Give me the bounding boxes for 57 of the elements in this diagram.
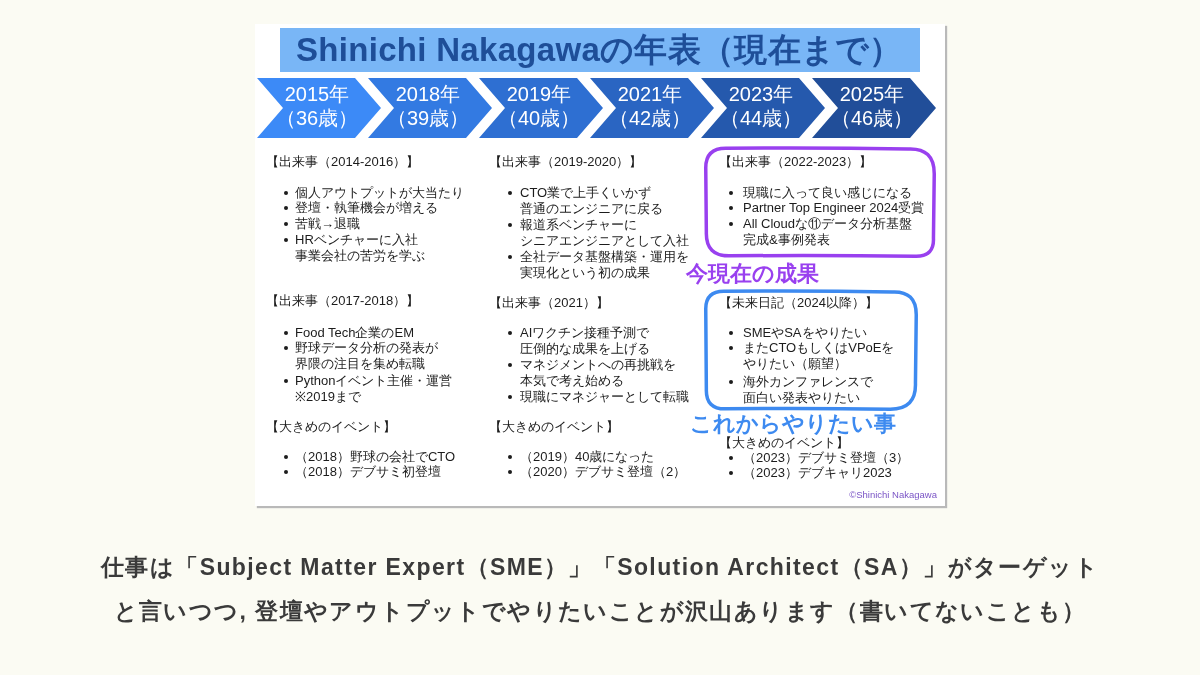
list-item: 個人アウトプットが大当たり [295, 185, 464, 201]
section-heading: 【出来事（2021）】 [489, 295, 609, 311]
list-item: 野球データ分析の発表が界隈の注目を集め転職 [295, 340, 438, 372]
timeline-step [368, 78, 492, 138]
section-heading: 【出来事（2022-2023）】 [719, 154, 873, 170]
list-item: （2018）野球の会社でCTO [295, 449, 456, 465]
list-item: Pythonイベント主催・運営※2019まで [295, 373, 453, 405]
section-heading: 【出来事（2014-2016）】 [266, 154, 420, 170]
year-label: 2019年 [506, 83, 572, 106]
list-item: 登壇・執筆機会が増える [295, 200, 438, 216]
list-item: 現職に入って良い感じになる [743, 185, 912, 201]
section-heading: 【出来事（2017-2018）】 [266, 293, 420, 309]
age-label: （46歳） [830, 107, 914, 130]
hand-drawn-loop [704, 146, 936, 258]
section-heading: 【未来日記（2024以降）】 [719, 295, 878, 311]
copyright-note: ©Shinichi Nakagawa [849, 489, 937, 501]
list-item: （2020）デブサミ登壇（2） [520, 464, 687, 480]
list-item: またCTOもしくはVPoEをやりたい（願望） [743, 340, 895, 372]
year-label: 2023年 [728, 83, 794, 106]
year-label: 2025年 [839, 83, 905, 106]
section-heading: 【大きめのイベント】 [719, 435, 849, 451]
timeline-step [479, 78, 603, 138]
list-item: HRベンチャーに入社事業会社の苦労を学ぶ [295, 232, 425, 264]
timeline-step [257, 78, 381, 138]
year-label: 2018年 [395, 83, 461, 106]
timeline-step [812, 78, 936, 138]
age-label: （42歳） [608, 107, 692, 130]
list-item: （2018）デブサミ初登壇 [295, 464, 441, 480]
list-item: （2023）デブサミ登壇（3） [743, 450, 910, 466]
age-label: （39歳） [386, 107, 470, 130]
list-item: Food Tech企業のEM [295, 325, 414, 341]
year-label: 2015年 [284, 83, 350, 106]
list-item: マネジメントへの再挑戦を本気で考え始める [520, 357, 676, 389]
list-item: SMEやSAをやりたい [743, 325, 867, 341]
age-label: （44歳） [719, 107, 803, 130]
list-item: 現職にマネジャーとして転職 [520, 389, 689, 405]
section-heading: 【出来事（2019-2020）】 [489, 154, 643, 170]
annotation-text: これからやりたい事 [690, 412, 896, 436]
list-item: （2023）デブキャリ2023 [743, 465, 892, 481]
list-item: Partner Top Engineer 2024受賞 [743, 200, 925, 216]
list-item: （2019）40歳になった [520, 449, 655, 465]
list-item: CTO業で上手くいかず普通のエンジニアに戻る [520, 185, 663, 217]
timeline-step [590, 78, 714, 138]
year-label: 2021年 [617, 83, 683, 106]
section-heading: 【大きめのイベント】 [266, 419, 396, 435]
title-banner: Shinichi Nakagawaの年表（現在まで） [280, 28, 920, 72]
list-item: 海外カンファレンスで面白い発表やりたい [743, 374, 873, 406]
list-item: All Cloudな⑪データ分析基盤完成&事例発表 [743, 216, 913, 248]
list-item: 苦戦→退職 [295, 216, 360, 232]
timeline-step [701, 78, 825, 138]
caption: 仕事は「Subject Matter Expert（SME）」「Solution Architect（SA）」がターゲットと言いつつ, 登壇やアウトプットでやりたいことが沢山あります（書いてないことも） [101, 553, 1099, 626]
age-label: （40歳） [497, 107, 581, 130]
hand-drawn-loop [704, 289, 918, 411]
section-heading: 【大きめのイベント】 [489, 419, 619, 435]
list-item: 報道系ベンチャーにシニアエンジニアとして入社 [520, 217, 689, 249]
list-item: AIワクチン接種予測で圧倒的な成果を上げる [520, 325, 650, 357]
age-label: （36歳） [275, 107, 359, 130]
